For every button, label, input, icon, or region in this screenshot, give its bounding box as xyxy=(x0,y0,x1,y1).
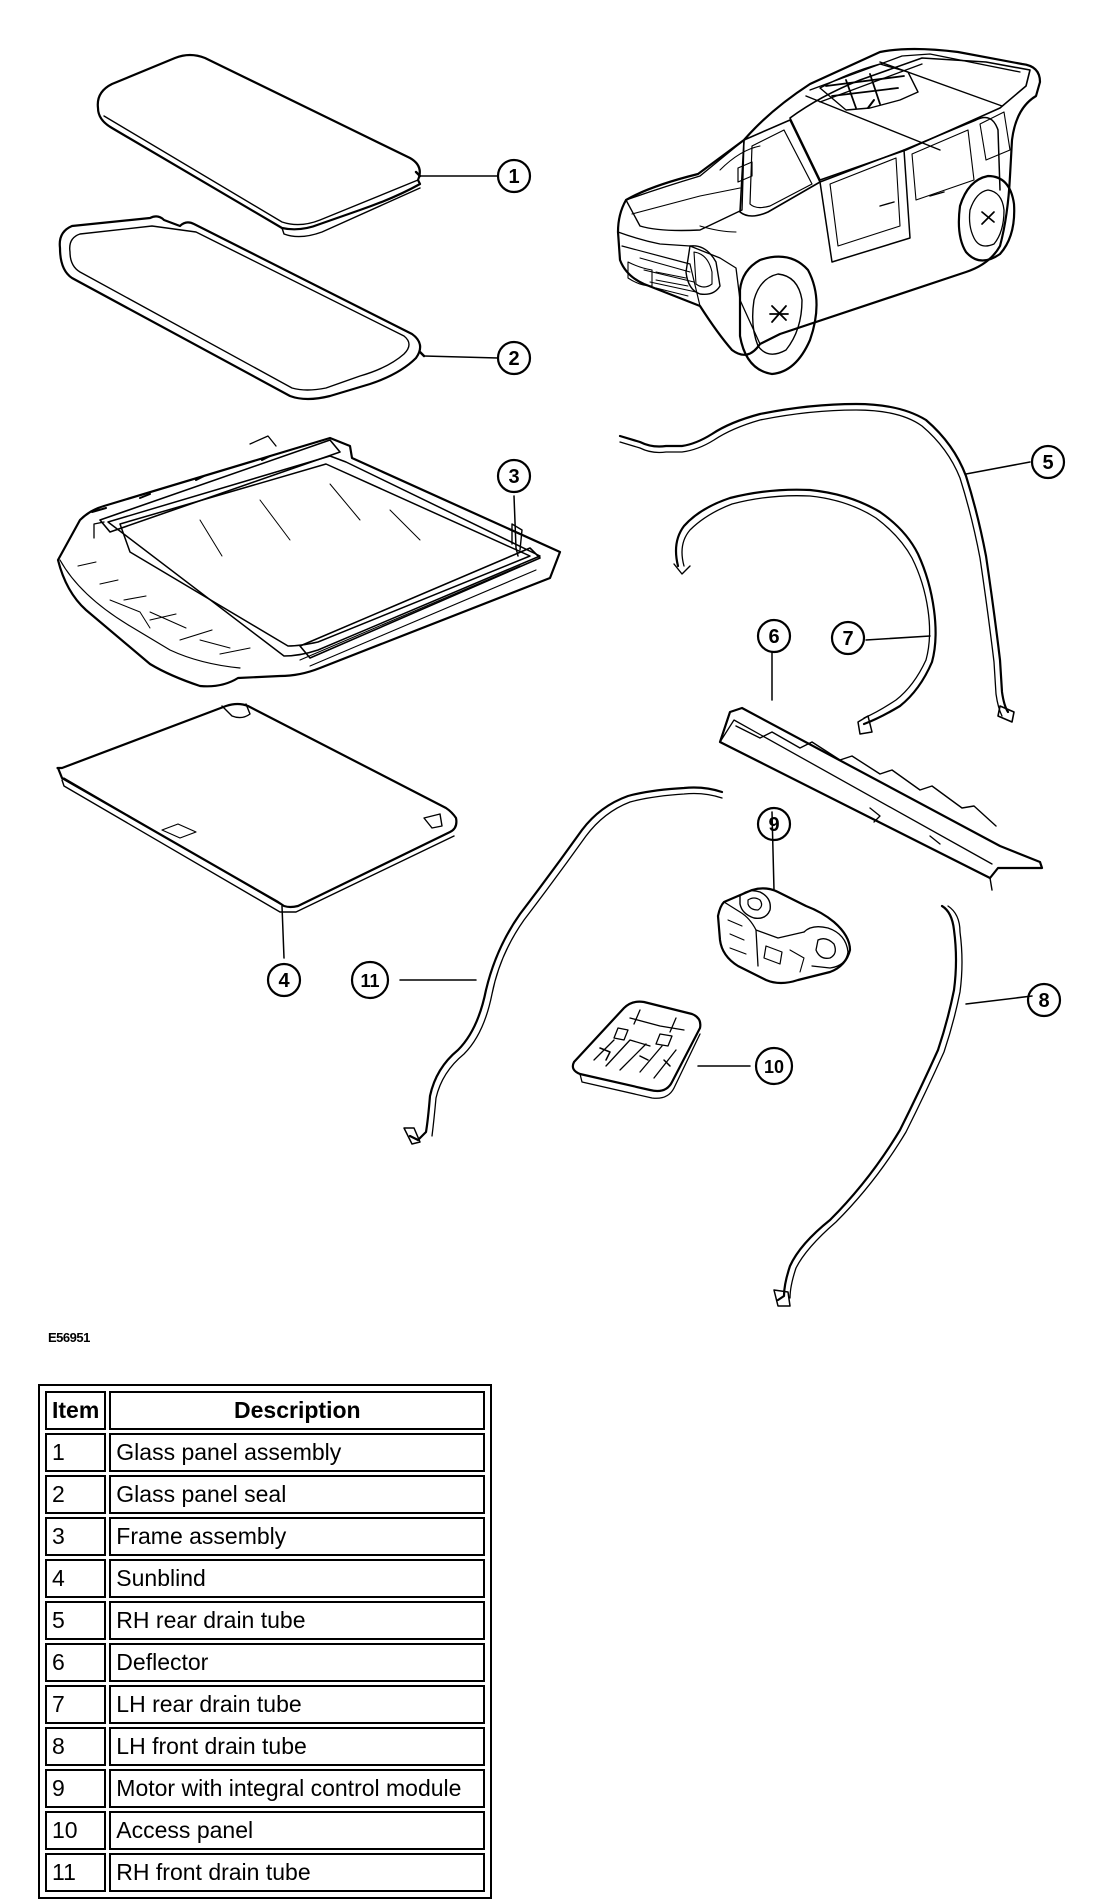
callout-9: 9 xyxy=(756,806,792,842)
callout-4: 4 xyxy=(266,962,302,998)
item-description: RH front drain tube xyxy=(109,1853,486,1892)
rh-front-drain-tube xyxy=(403,786,724,1145)
callout-10: 10 xyxy=(754,1046,794,1086)
item-number: 9 xyxy=(45,1769,107,1808)
item-description: Glass panel assembly xyxy=(109,1433,486,1472)
item-number: 4 xyxy=(45,1559,107,1598)
item-description: RH rear drain tube xyxy=(109,1601,486,1640)
item-description: Glass panel seal xyxy=(109,1475,486,1514)
item-number: 2 xyxy=(45,1475,107,1514)
item-number: 5 xyxy=(45,1601,107,1640)
callout-6: 6 xyxy=(756,618,792,654)
callout-2: 2 xyxy=(496,340,532,376)
callout-3: 3 xyxy=(496,458,532,494)
item-description: Frame assembly xyxy=(109,1517,486,1556)
item-description: LH rear drain tube xyxy=(109,1685,486,1724)
svg-text:1: 1 xyxy=(508,166,519,188)
motor-with-control-module xyxy=(716,887,852,985)
item-description: LH front drain tube xyxy=(109,1727,486,1766)
glass-panel-seal xyxy=(58,215,422,401)
item-number: 1 xyxy=(45,1433,107,1472)
frame-assembly xyxy=(56,435,562,688)
item-number: 3 xyxy=(45,1517,107,1556)
item-description: Sunblind xyxy=(109,1559,486,1598)
svg-text:9: 9 xyxy=(768,814,779,836)
lh-rear-drain-tube xyxy=(673,488,937,735)
callout-5: 5 xyxy=(1030,444,1066,480)
figure-id: E56951 xyxy=(48,1330,90,1345)
description-column-header: Description xyxy=(109,1391,486,1430)
item-number: 7 xyxy=(45,1685,107,1724)
svg-text:10: 10 xyxy=(764,1057,784,1077)
svg-text:2: 2 xyxy=(508,348,519,370)
callout-1: 1 xyxy=(496,158,532,194)
item-description: Deflector xyxy=(109,1643,486,1682)
item-description: Access panel xyxy=(109,1811,486,1850)
item-number: 6 xyxy=(45,1643,107,1682)
item-column-header: Item xyxy=(45,1391,107,1430)
callout-11: 11 xyxy=(350,960,390,1000)
svg-text:7: 7 xyxy=(842,628,853,650)
vehicle-illustration xyxy=(616,47,1042,376)
access-panel xyxy=(571,1000,702,1099)
item-number: 11 xyxy=(45,1853,107,1892)
svg-text:11: 11 xyxy=(360,971,379,991)
sunblind xyxy=(56,702,458,913)
legend-header-row: Item Description xyxy=(45,1391,486,1430)
callout-8: 8 xyxy=(1026,982,1062,1018)
callout-7: 7 xyxy=(830,620,866,656)
svg-text:8: 8 xyxy=(1038,990,1049,1012)
exploded-diagram: 1 2 3 4 5 6 7 8 9 10 11 xyxy=(56,47,1066,1307)
svg-text:4: 4 xyxy=(278,970,290,992)
svg-text:6: 6 xyxy=(768,626,779,648)
svg-text:5: 5 xyxy=(1042,452,1053,474)
rh-rear-drain-tube xyxy=(618,402,1015,723)
svg-text:3: 3 xyxy=(508,466,519,488)
deflector xyxy=(718,706,1044,891)
glass-panel-assembly xyxy=(96,53,422,238)
item-description: Motor with integral control module xyxy=(109,1769,486,1808)
lh-front-drain-tube xyxy=(773,904,963,1307)
item-number: 8 xyxy=(45,1727,107,1766)
item-number: 10 xyxy=(45,1811,107,1850)
leader-lines xyxy=(281,170,1033,1067)
